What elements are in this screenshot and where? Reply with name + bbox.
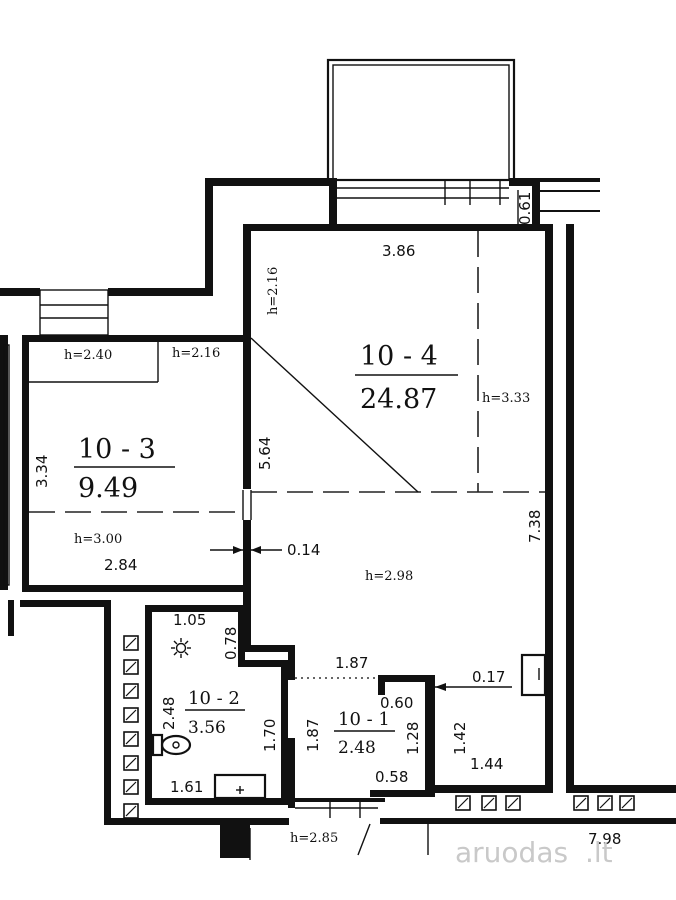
lower-walls xyxy=(8,600,289,860)
dim-1-05: 1.05 xyxy=(173,611,206,629)
dim-0-61: 0.61 xyxy=(516,192,534,225)
dim-1-42: 1.42 xyxy=(451,722,469,755)
room-10-2-id: 10 - 2 xyxy=(188,688,240,709)
dim-1-87-top: 1.87 xyxy=(335,654,368,672)
balcony xyxy=(326,58,516,205)
room-10-2-label: 10 - 2 3.56 xyxy=(185,688,245,738)
light-fixture-icon xyxy=(171,638,191,658)
vent-slash xyxy=(507,797,519,809)
vent-slash xyxy=(599,797,611,809)
vent-square xyxy=(619,795,635,811)
ceiling-heights: h=2.16 h=3.33 h=2.98 h=2.40 h=2.16 h=3.0… xyxy=(64,267,530,846)
vent-row xyxy=(455,795,635,811)
vent-slash xyxy=(125,805,137,817)
vent-square xyxy=(123,659,139,675)
dim-2-48: 2.48 xyxy=(160,697,178,730)
dim-1-28: 1.28 xyxy=(404,722,422,755)
vent-square xyxy=(455,795,471,811)
vent-square xyxy=(123,707,139,723)
dim-1-87-side: 1.87 xyxy=(304,719,322,752)
height-10-1-bottom: h=2.85 xyxy=(290,831,338,846)
vent-square xyxy=(123,635,139,651)
dim-0-14: 0.14 xyxy=(287,541,320,559)
height-10-4-main: h=2.98 xyxy=(365,569,413,584)
vent-slash xyxy=(457,797,469,809)
vent-slash xyxy=(125,661,137,673)
vent-slash xyxy=(575,797,587,809)
dim-0-60: 0.60 xyxy=(380,694,413,712)
dim-0-17: 0.17 xyxy=(472,668,505,686)
vent-column xyxy=(123,635,139,819)
room-10-2-area: 3.56 xyxy=(188,718,226,738)
room-10-4-area: 24.87 xyxy=(360,384,437,415)
dimension-arrows xyxy=(210,190,519,691)
dim-1-61: 1.61 xyxy=(170,778,203,796)
room-10-3-label: 10 - 3 9.49 xyxy=(74,434,175,504)
height-10-3-top-left: h=2.40 xyxy=(64,348,112,363)
vent-square xyxy=(505,795,521,811)
watermark-brand: aruodas xyxy=(455,836,568,869)
vent-square xyxy=(123,731,139,747)
room-10-3-area: 9.49 xyxy=(78,473,138,504)
ventilation-squares xyxy=(123,635,635,819)
room-10-3-walls xyxy=(0,335,252,592)
height-10-3-top-right: h=2.16 xyxy=(172,346,220,361)
vent-slash xyxy=(125,757,137,769)
vent-square xyxy=(123,683,139,699)
vent-slash xyxy=(483,797,495,809)
height-10-3-bottom: h=3.00 xyxy=(74,532,122,547)
watermark: aruodas .lt xyxy=(455,836,613,869)
room-10-4-id: 10 - 4 xyxy=(360,341,438,372)
room-10-1-walls xyxy=(295,790,676,856)
toilet-icon xyxy=(151,733,192,757)
dim-1-70: 1.70 xyxy=(261,719,279,752)
room-10-3-id: 10 - 3 xyxy=(78,434,156,465)
watermark-tld: .lt xyxy=(585,836,613,869)
exterior-walls xyxy=(0,178,600,336)
dim-3-34: 3.34 xyxy=(33,455,51,488)
partition-lines xyxy=(29,231,545,679)
dim-0-58: 0.58 xyxy=(375,768,408,786)
height-10-4-top: h=2.16 xyxy=(266,267,281,315)
vent-slash xyxy=(125,709,137,721)
vent-slash xyxy=(125,685,137,697)
height-10-4-right: h=3.33 xyxy=(482,391,530,406)
dim-7-38: 7.38 xyxy=(526,510,544,543)
vent-square xyxy=(123,755,139,771)
vent-slash xyxy=(125,781,137,793)
room-10-1-label: 10 - 1 2.48 xyxy=(334,709,395,758)
room-10-2-walls xyxy=(145,605,290,805)
vent-square xyxy=(123,803,139,819)
dim-3-86: 3.86 xyxy=(382,242,415,260)
dim-5-64: 5.64 xyxy=(256,437,274,470)
vent-square xyxy=(573,795,589,811)
dim-2-84: 2.84 xyxy=(104,556,137,574)
dim-7-98: 7.98 xyxy=(588,830,621,848)
vent-slash xyxy=(621,797,633,809)
vent-square xyxy=(481,795,497,811)
room-10-1-area: 2.48 xyxy=(338,738,376,758)
vent-square xyxy=(597,795,613,811)
vent-slash xyxy=(125,733,137,745)
vent-slash xyxy=(125,637,137,649)
dim-0-78: 0.78 xyxy=(222,627,240,660)
dim-1-44: 1.44 xyxy=(470,755,503,773)
room-10-1-id: 10 - 1 xyxy=(338,709,390,730)
dimensions: 3.86 0.61 5.64 3.34 2.84 0.14 7.38 1.05 … xyxy=(33,192,621,848)
vent-square xyxy=(123,779,139,795)
room-10-4-label: 10 - 4 24.87 xyxy=(355,341,458,415)
